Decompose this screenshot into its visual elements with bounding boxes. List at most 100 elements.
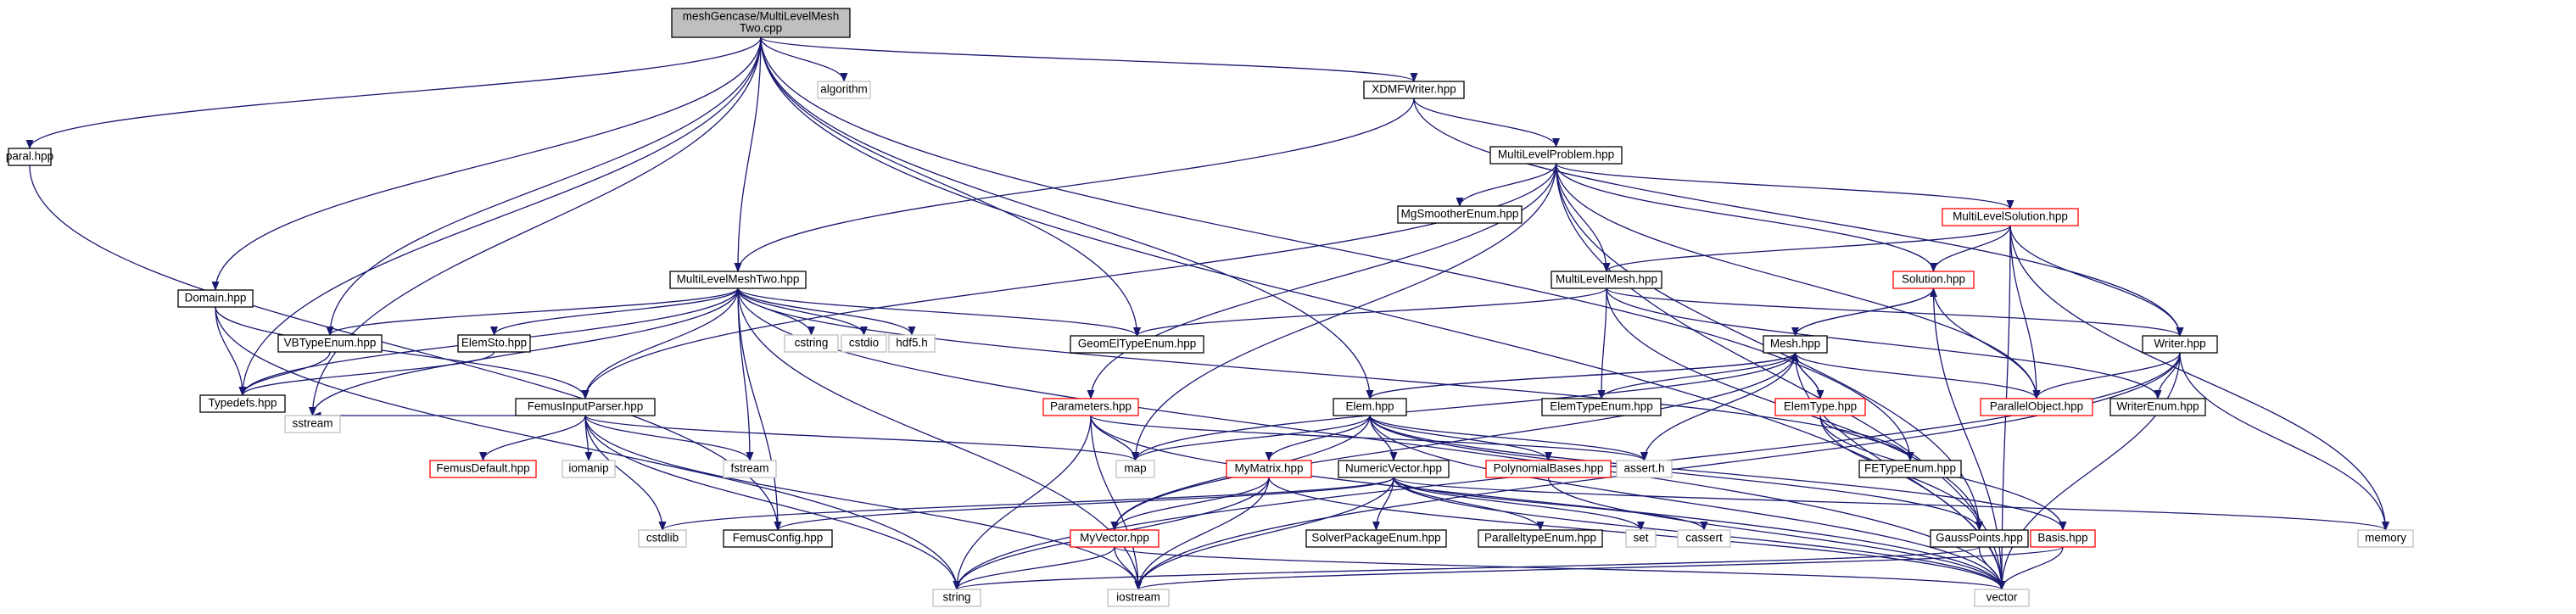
node-label: Writer.hpp: [2154, 338, 2205, 350]
edge-femusinput-to-femusdefault: [479, 415, 586, 461]
node-mymatrix[interactable]: MyMatrix.hpp: [1226, 460, 1312, 478]
edge-arrow: [2009, 225, 2184, 337]
edge-arrow: [2032, 352, 2181, 399]
edge-parameters-to-string: [953, 415, 1092, 590]
node-label: Basis.hpp: [2037, 532, 2087, 544]
node-label: map: [1124, 462, 1146, 475]
node-label: cassert: [1685, 532, 1723, 544]
edge-arrow: [1555, 163, 1611, 272]
node-root: meshGencase/MultiLevelMeshTwo.cpp: [671, 8, 851, 38]
node-mesh[interactable]: Mesh.hpp: [1763, 335, 1828, 354]
node-box: [2142, 335, 2218, 354]
node-label: fstream: [730, 462, 768, 475]
edge-vbtype-to-typedefs: [238, 351, 331, 396]
edge-arrow: [584, 415, 1139, 461]
node-box: [277, 334, 383, 353]
edge-root-to-algorithm: [760, 36, 848, 82]
node-mlmeshtwo[interactable]: MultiLevelMeshTwo.hpp: [669, 271, 807, 289]
node-mlsol[interactable]: MultiLevelSolution.hpp: [1942, 208, 2079, 226]
edge-arrow: [1998, 352, 2181, 590]
node-elemsto[interactable]: ElemSto.hpp: [457, 334, 531, 353]
edge-mymatrix-to-myvector: [1110, 477, 1270, 531]
edge-mesh-to-elemtypeenum: [1597, 352, 1796, 399]
edge-parameters-to-asserth: [1090, 415, 1648, 461]
node-paralleltype[interactable]: ParalleltypeEnum.hpp: [1478, 529, 1603, 548]
edge-arrow: [1133, 287, 1607, 337]
node-elemtype[interactable]: ElemType.hpp: [1774, 398, 1866, 416]
node-label: ParalleltypeEnum.hpp: [1484, 532, 1596, 544]
node-fetype[interactable]: FETypeEnum.hpp: [1858, 460, 1962, 478]
edge-arrow: [584, 415, 1143, 590]
node-label: Mesh.hpp: [1770, 338, 1820, 350]
edge-mlsol-to-solution: [1930, 225, 2011, 272]
edge-arrow: [584, 415, 961, 590]
node-box: [1070, 335, 1204, 354]
edge-elem-to-asserth: [1369, 415, 1648, 461]
node-solution[interactable]: Solution.hpp: [1892, 271, 1975, 289]
node-xdmf[interactable]: XDMFWriter.hpp: [1363, 81, 1465, 99]
node-box: [429, 460, 537, 478]
edge-arrow: [1640, 352, 1796, 461]
node-gausspoints[interactable]: GaussPoints.hpp: [1930, 529, 2029, 548]
node-box: [284, 415, 341, 433]
node-geomel[interactable]: GeomElTypeEnum.hpp: [1070, 335, 1204, 354]
node-cstdlib: cstdlib: [638, 529, 687, 548]
edge-arrow: [1547, 477, 2006, 590]
edge-myvector-to-vector: [1114, 546, 2006, 590]
node-writerenum[interactable]: WriterEnum.hpp: [2109, 398, 2206, 416]
edge-mlp-to-mlsol: [1555, 163, 2014, 209]
node-label: FETypeEnum.hpp: [1864, 462, 1956, 475]
node-elemtypeenum[interactable]: ElemTypeEnum.hpp: [1541, 398, 1662, 416]
node-numvec[interactable]: NumericVector.hpp: [1338, 460, 1450, 478]
node-femusconfig[interactable]: FemusConfig.hpp: [723, 529, 833, 548]
node-elem[interactable]: Elem.hpp: [1333, 398, 1407, 416]
edge-mlmeshtwo-to-vbtype: [326, 287, 739, 336]
edge-arrow: [2179, 352, 2389, 531]
edge-mlmeshtwo-to-elemsto: [490, 287, 739, 336]
node-box: [723, 460, 777, 478]
edge-mlmesh-to-geomel: [1133, 287, 1607, 337]
node-box: [888, 334, 936, 353]
node-typedefs[interactable]: Typedefs.hpp: [199, 394, 286, 413]
edge-arrow: [490, 287, 739, 336]
edge-numvec-to-femusconfig: [774, 477, 1394, 531]
node-paral[interactable]: paral.hpp: [6, 148, 53, 166]
edge-arrow: [1597, 287, 1607, 399]
node-solverpkg[interactable]: SolverPackageEnum.hpp: [1305, 529, 1447, 548]
edge-arrow: [1134, 477, 1394, 590]
node-vbtype[interactable]: VBTypeEnum.hpp: [277, 334, 383, 353]
node-parameters[interactable]: Parameters.hpp: [1042, 398, 1139, 416]
node-box: [2109, 398, 2206, 416]
node-label: Solution.hpp: [1902, 273, 1965, 286]
edge-arrow: [215, 306, 590, 399]
edge-gausspoints-to-string: [953, 546, 1981, 590]
node-label: ElemType.hpp: [1784, 400, 1857, 413]
edge-arrow: [479, 415, 586, 461]
node-box: [932, 589, 981, 607]
node-box: [1541, 398, 1662, 416]
edge-arrow: [1998, 546, 2064, 590]
edge-basis-to-vector: [1998, 546, 2064, 590]
node-box: [1363, 81, 1465, 99]
node-parallelobj[interactable]: ParallelObject.hpp: [1980, 398, 2093, 416]
edge-xdmf-to-mlmeshtwo: [734, 98, 1415, 272]
node-box: [177, 289, 254, 308]
edge-arrow: [658, 477, 1394, 531]
node-label: ElemTypeEnum.hpp: [1550, 400, 1653, 413]
node-writer[interactable]: Writer.hpp: [2142, 335, 2218, 354]
node-domain[interactable]: Domain.hpp: [177, 289, 254, 308]
node-femusinput[interactable]: FemusInputParser.hpp: [515, 398, 656, 416]
edge-mlp-to-mlmesh: [1555, 163, 1611, 272]
node-label: FemusConfig.hpp: [733, 532, 824, 544]
node-femusdefault[interactable]: FemusDefault.hpp: [429, 460, 537, 478]
edge-arrow: [1369, 415, 1552, 461]
node-myvector[interactable]: MyVector.hpp: [1070, 529, 1159, 548]
edge-arrow: [238, 351, 495, 396]
node-mgsmoother[interactable]: MgSmootherEnum.hpp: [1397, 205, 1523, 224]
edge-arrow: [1090, 415, 1648, 461]
node-basis[interactable]: Basis.hpp: [2030, 529, 2096, 548]
node-mlp[interactable]: MultiLevelProblem.hpp: [1489, 146, 1623, 165]
node-polybases[interactable]: PolynomialBases.hpp: [1485, 460, 1612, 478]
node-mlmesh[interactable]: MultiLevelMesh.hpp: [1551, 271, 1662, 289]
node-label: FemusDefault.hpp: [436, 462, 529, 475]
